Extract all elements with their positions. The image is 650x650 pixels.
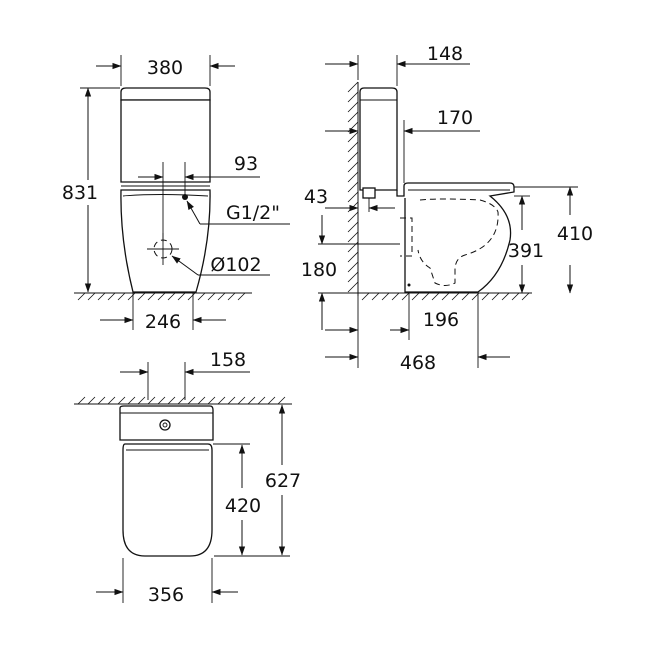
seat-line: [122, 194, 209, 197]
top-view: 158 627 420 356: [74, 349, 301, 606]
dim-outlet-diameter: Ø102: [210, 254, 261, 276]
dim-bowl-length: 420: [225, 495, 261, 517]
dim-tank-depth: 148: [427, 43, 463, 65]
floor-hatch-side: [361, 292, 530, 301]
dim-drain-height: 180: [301, 259, 337, 281]
wall-hatch-top: [77, 396, 286, 405]
dim-bowl-height: 391: [508, 240, 544, 262]
dim-top-width: 356: [148, 584, 184, 606]
flush-button: [159, 419, 171, 431]
dim-inlet-offset: 93: [234, 153, 258, 175]
dim-inlet-height: 43: [304, 186, 328, 208]
floor-hatch: [77, 292, 246, 301]
bowl-body: [120, 189, 211, 293]
side-view: 148 170 43 180 391 410 196: [301, 43, 593, 374]
tank-lid: [120, 87, 211, 101]
tank-body: [120, 99, 211, 183]
dim-seat-height: 410: [557, 223, 593, 245]
dim-top-offset: 158: [210, 349, 246, 371]
tank-side: [359, 87, 398, 191]
inlet-dot: [182, 194, 188, 200]
bowl-top: [122, 443, 213, 557]
dim-top-length: 627: [265, 470, 301, 492]
front-view: 380 831 93 G1/2" Ø102 246: [62, 55, 290, 333]
drain-outline: [400, 217, 413, 257]
dim-foot-width: 246: [145, 311, 181, 333]
dim-drain-distance: 196: [423, 309, 459, 331]
trap-outline: [417, 198, 499, 286]
dim-inlet-thread: G1/2": [226, 202, 280, 224]
inlet-fitting: [362, 187, 376, 199]
dim-front-width: 380: [147, 57, 183, 79]
dim-total-depth: 468: [400, 352, 436, 374]
wall-hatch: [347, 81, 359, 293]
dim-tank-gap: 170: [437, 107, 473, 129]
dim-front-height: 831: [62, 182, 98, 204]
